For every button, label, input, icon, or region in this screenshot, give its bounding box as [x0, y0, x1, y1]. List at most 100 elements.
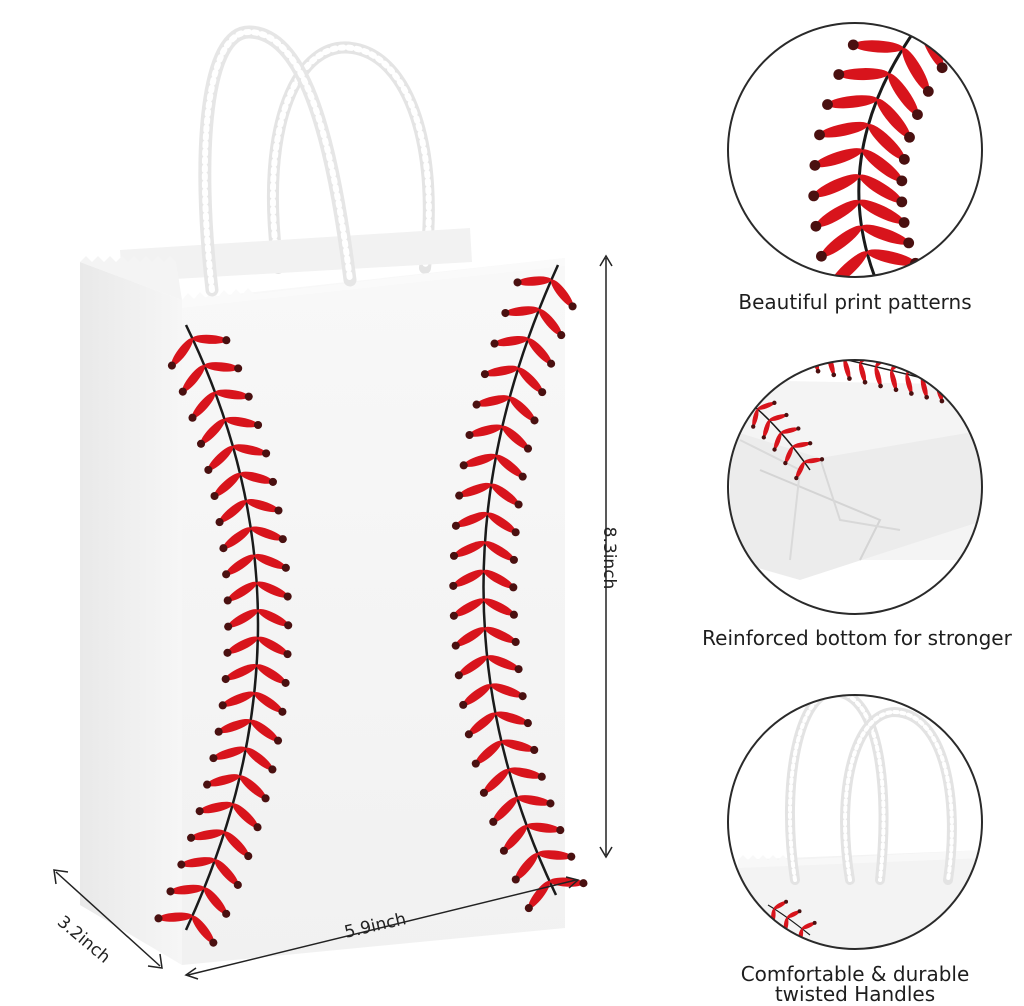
- gift-bag: [80, 25, 588, 965]
- stitch-mark: [483, 598, 515, 616]
- stitch-hole: [234, 364, 243, 373]
- stitch-mark: [158, 912, 193, 922]
- stitch-hole: [472, 400, 481, 409]
- stitch-mark: [814, 148, 863, 168]
- stitch-mark: [503, 825, 528, 852]
- stitch-mark: [239, 471, 273, 484]
- stitch-hole: [523, 719, 532, 728]
- stitch-mark: [819, 121, 869, 138]
- baseball-stitch-right: [449, 264, 588, 913]
- stitch-mark: [487, 512, 516, 533]
- stitch-hole: [797, 909, 802, 914]
- stitch-mark: [232, 444, 267, 456]
- stitch-mark: [453, 598, 484, 617]
- stitch-mark: [981, 393, 982, 413]
- stitch-hole: [278, 535, 287, 544]
- seam-line: [482, 264, 560, 896]
- caption-handles-line2: twisted Handles: [774, 982, 936, 1006]
- stitch-hole: [878, 383, 883, 389]
- stitch-mark: [203, 887, 227, 915]
- stitch-mark: [214, 859, 239, 886]
- stitch-hole: [761, 435, 766, 440]
- stitch-hole: [451, 521, 461, 530]
- stitch-mark: [762, 420, 771, 438]
- stitch-mark: [453, 540, 486, 558]
- stitch-mark: [475, 740, 502, 765]
- stitch-hole: [924, 394, 930, 400]
- stitch-hole: [209, 754, 218, 763]
- stitch-mark: [239, 775, 266, 799]
- stitch-hole: [886, 349, 891, 354]
- stitch-hole: [579, 879, 588, 888]
- stitch-hole: [963, 368, 969, 373]
- stitch-hole: [831, 372, 837, 378]
- baseball-stitch-left: [154, 324, 293, 947]
- stitch-mark: [920, 377, 928, 398]
- stitch-hole: [824, 334, 829, 339]
- stitch-mark: [801, 922, 815, 930]
- stitch-hole: [919, 278, 930, 289]
- stitch-hole: [797, 940, 802, 945]
- stitch-mark: [191, 915, 214, 943]
- stitch-hole: [454, 671, 463, 680]
- stitch-hole: [262, 449, 271, 458]
- stitch-hole: [273, 736, 283, 745]
- stitch-hole: [283, 650, 292, 659]
- stitch-mark: [517, 367, 543, 393]
- stitch-hole: [203, 780, 212, 789]
- stitch-mark: [889, 370, 898, 390]
- stitch-mark: [490, 683, 523, 698]
- stitch-hole: [178, 387, 187, 396]
- stitch-hole: [530, 745, 539, 755]
- stitch-mark: [795, 461, 805, 479]
- stitch-hole: [898, 153, 910, 165]
- stitch-mark: [515, 853, 538, 880]
- stitch-mark: [254, 691, 283, 713]
- stitch-mark: [182, 364, 205, 392]
- stitch-mark: [483, 569, 514, 589]
- stitch-mark: [204, 362, 239, 372]
- stitch-hole: [902, 353, 907, 358]
- stitch-mark: [245, 499, 279, 513]
- stitch-hole: [509, 583, 518, 592]
- stitch-hole: [167, 361, 176, 370]
- stitch-mark: [256, 664, 286, 684]
- stitch-mark: [455, 511, 488, 528]
- stitch-hole: [244, 392, 253, 401]
- stitch-hole: [451, 641, 460, 650]
- stitch-hole: [509, 555, 518, 564]
- stitch-hole: [939, 398, 945, 404]
- stitch-hole: [204, 465, 213, 474]
- stitch-hole: [840, 338, 845, 343]
- stitch-hole: [221, 675, 230, 684]
- stitch-mark: [458, 655, 488, 677]
- stitch-hole: [547, 359, 556, 368]
- stitch-hole: [177, 860, 186, 869]
- stitch-hole: [214, 727, 223, 736]
- stitch-mark: [843, 360, 851, 379]
- stitch-mark: [827, 339, 844, 357]
- stitch-hole: [810, 220, 822, 232]
- stitch-hole: [537, 772, 546, 781]
- stitch-hole: [489, 817, 498, 826]
- stitch-hole: [783, 460, 788, 466]
- stitch-hole: [814, 129, 825, 141]
- stitch-mark: [811, 335, 828, 353]
- stitch-hole: [808, 441, 813, 446]
- stitch-hole: [281, 563, 290, 572]
- stitch-hole: [822, 99, 833, 110]
- stitch-hole: [556, 826, 565, 835]
- detail-circle-bottom: [727, 334, 983, 615]
- stitch-mark: [773, 432, 782, 450]
- stitch-mark: [171, 338, 194, 366]
- stitch-mark: [463, 453, 497, 467]
- stitch-mark: [874, 366, 882, 387]
- stitch-hole: [784, 899, 789, 904]
- stitch-hole: [471, 759, 480, 768]
- stitch-mark: [516, 795, 551, 806]
- stitch-mark: [495, 454, 523, 478]
- stitch-hole: [514, 500, 523, 509]
- stitch-mark: [494, 335, 529, 347]
- stitch-hole: [917, 360, 923, 362]
- stitch-mark: [505, 306, 540, 316]
